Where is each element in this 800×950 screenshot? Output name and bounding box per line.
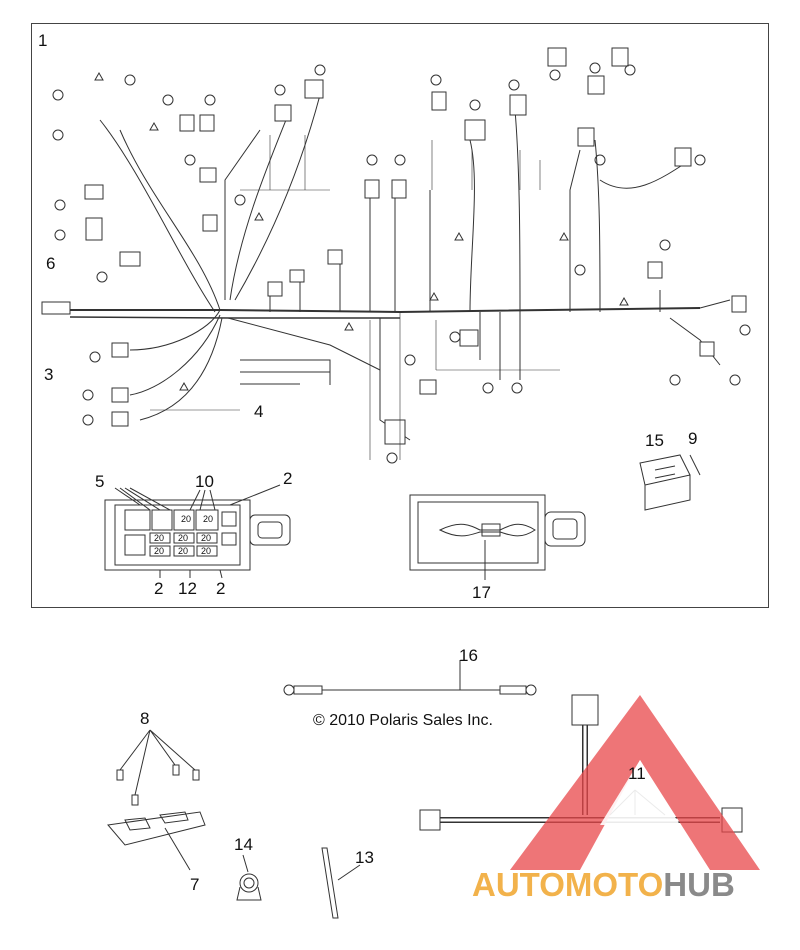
fuse-label: 20 [178,546,189,556]
callout-1: 1 [38,31,48,50]
callout-3: 3 [44,365,54,384]
watermark-logo [510,695,760,870]
cable-tie [321,847,361,919]
callout-12: 12 [178,579,197,598]
fuse-label: 20 [181,514,192,524]
callout-2-top: 2 [283,469,293,488]
cable-clip [236,854,262,901]
watermark-text: AUTOMOTOHUB [472,866,735,904]
callout-8: 8 [140,709,150,728]
relay-block [639,454,701,511]
callout-6: 6 [46,254,56,273]
callout-13: 13 [355,848,374,867]
fuse-label: 20 [201,546,212,556]
relay-box [409,494,586,580]
callout-17: 17 [472,583,491,602]
battery-cable [283,660,537,696]
fuse-box [104,484,291,579]
fuse-label: 20 [201,533,212,543]
mounting-plate [107,729,206,871]
copyright-text: © 2010 Polaris Sales Inc. [313,712,493,729]
callout-9: 9 [688,429,698,448]
watermark-part2: HUB [663,866,735,903]
callout-14: 14 [234,835,253,854]
fuse-label: 20 [154,533,165,543]
callout-5: 5 [95,472,105,491]
callout-10: 10 [195,472,214,491]
callout-4: 4 [254,402,264,421]
callout-11: 11 [628,764,646,783]
fuse-label: 20 [178,533,189,543]
callout-2-bottom-right: 2 [216,579,226,598]
callout-2-bottom-left: 2 [154,579,164,598]
watermark-part1: AUTOMOTO [472,866,664,903]
fuse-label: 20 [154,546,165,556]
callout-16: 16 [459,646,478,665]
callout-7: 7 [190,875,200,894]
diagram-frame [31,23,769,608]
fuse-label: 20 [203,514,214,524]
callout-15: 15 [645,431,664,450]
